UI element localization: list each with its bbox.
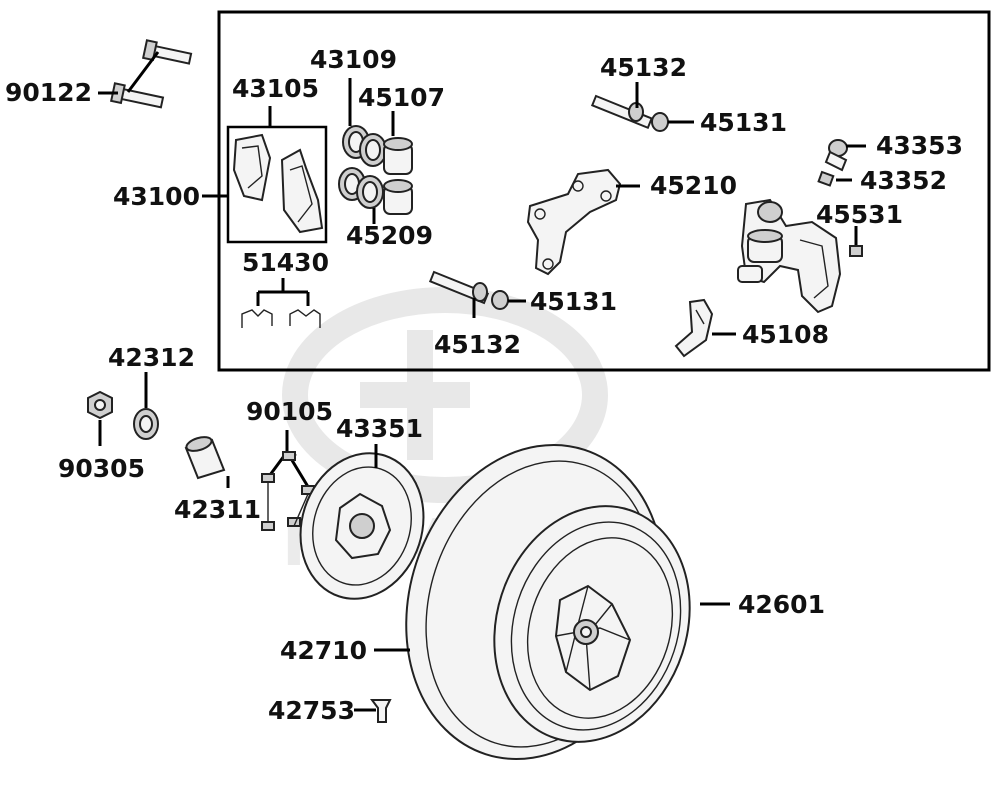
label-43352: 43352	[860, 166, 947, 195]
label-90105: 90105	[246, 397, 333, 426]
label-43351: 43351	[336, 414, 423, 443]
label-45132-lower: 45132	[434, 330, 521, 359]
brake-pads-43105	[232, 133, 324, 234]
label-42312: 42312	[108, 343, 195, 372]
pistons-45107	[383, 137, 413, 215]
collar-42312	[133, 408, 159, 440]
label-42601: 42601	[738, 590, 825, 619]
label-45108: 45108	[742, 320, 829, 349]
caliper-assembly-frame	[217, 10, 991, 372]
bolt-45531	[849, 232, 863, 257]
caliper-body	[737, 198, 842, 314]
slide-pin-upper	[590, 90, 669, 132]
slide-pin-lower	[428, 270, 509, 318]
label-45131-lower: 45131	[530, 287, 617, 316]
label-45209: 45209	[346, 221, 433, 250]
label-42311: 42311	[174, 495, 261, 524]
valve-42753	[370, 699, 392, 723]
label-90122: 90122	[5, 78, 92, 107]
label-43109: 43109	[310, 45, 397, 74]
wheel-rim-42601	[493, 505, 691, 743]
pad-springs-51430	[241, 278, 321, 328]
axle-nut-90305	[87, 390, 113, 420]
part-labels: 90122 43105 43109 45107 43100 45209 5143…	[5, 45, 963, 725]
spacer-42311	[184, 436, 226, 480]
label-43100: 43100	[113, 182, 200, 211]
brake-pad-box	[226, 125, 328, 244]
bracket-45210	[526, 168, 622, 276]
label-90305: 90305	[58, 454, 145, 483]
label-43105: 43105	[232, 74, 319, 103]
label-45531: 45531	[816, 200, 903, 229]
label-45210: 45210	[650, 171, 737, 200]
label-51430: 51430	[242, 248, 329, 277]
label-42753: 42753	[268, 696, 355, 725]
brake-disc-43351	[299, 452, 425, 600]
bleeder-valve	[817, 139, 848, 187]
label-45107: 45107	[358, 83, 445, 112]
label-43353: 43353	[876, 131, 963, 160]
label-45132-upper: 45132	[600, 53, 687, 82]
bolt-90122	[109, 39, 193, 109]
label-45131-upper: 45131	[700, 108, 787, 137]
label-42710: 42710	[280, 636, 367, 665]
seals-43109	[338, 125, 387, 209]
leader-lines	[98, 78, 866, 712]
pad-clip-45108	[674, 298, 714, 358]
